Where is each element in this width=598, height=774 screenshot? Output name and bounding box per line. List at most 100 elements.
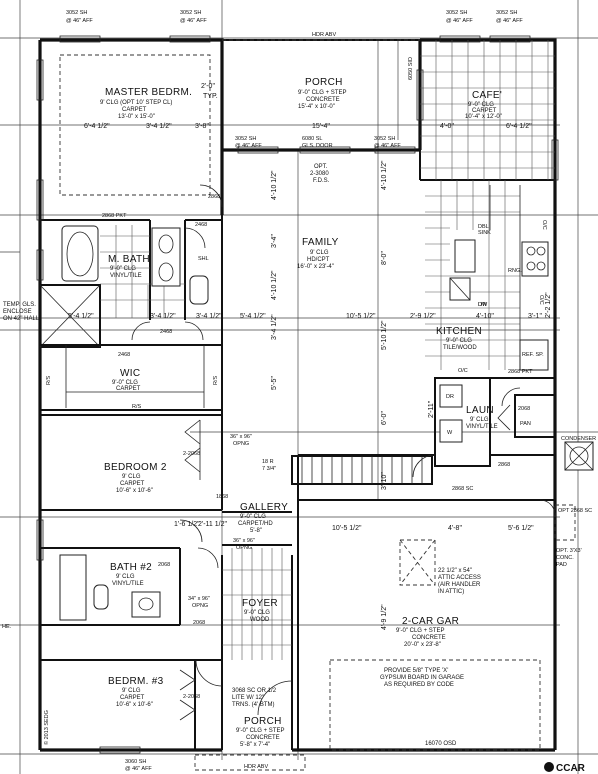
room-detail: 9'-0" CLG bbox=[446, 338, 472, 344]
room-detail: CARPET bbox=[472, 108, 497, 114]
room-detail: 13'-0" x 15'-0" bbox=[118, 114, 155, 120]
dimension: 2'-0" bbox=[201, 83, 215, 90]
room-detail: CARPET bbox=[120, 481, 145, 487]
dimension: 3'-4 1/2" bbox=[196, 313, 222, 320]
dimension: 5'-10 1/2" bbox=[381, 320, 388, 350]
note-gypsum: PROVIDE 5/8" TYPE 'X' bbox=[384, 668, 448, 674]
note-attic: ATTIC ACCESS bbox=[438, 575, 481, 581]
room-name-cafe: CAFE' bbox=[472, 90, 502, 101]
kitchen-sink bbox=[454, 239, 476, 273]
window-label: 3052 SH bbox=[496, 10, 517, 16]
room-detail: 5'-8" bbox=[250, 528, 262, 534]
room-detail: CARPET/HD bbox=[238, 521, 273, 527]
window-label: @ 46" AFF bbox=[180, 18, 207, 24]
dimension: 2'-2 1/2" bbox=[545, 292, 552, 318]
window-label: @ 46" AFF bbox=[446, 18, 473, 24]
logo-icon bbox=[544, 762, 554, 772]
note-opt-pad: OPT. 3'X3' bbox=[556, 548, 582, 554]
note-opt-fds: F.D.S. bbox=[313, 178, 330, 184]
dimension: 4'-8" bbox=[448, 525, 462, 532]
dashed-outlines bbox=[59, 39, 576, 771]
dimension: 2'-11 1/2" bbox=[198, 521, 228, 528]
dimension: 8'-0" bbox=[381, 251, 388, 265]
window-label: @ 46" AFF bbox=[235, 143, 262, 149]
window-markers bbox=[36, 35, 559, 754]
dimension: 5'-5" bbox=[271, 376, 278, 390]
interior-walls bbox=[39, 150, 556, 750]
room-detail: 9' CLG bbox=[116, 574, 135, 580]
room-detail: 9'-0" CLG bbox=[110, 266, 136, 272]
note-front-door: 3068 SC OR 1/2 bbox=[232, 688, 277, 694]
note-opening: OPNG bbox=[192, 603, 208, 609]
room-detail: 9'-0" CLG bbox=[244, 610, 270, 616]
note-oc: O/C bbox=[538, 295, 544, 305]
note-rng: RNG. bbox=[508, 268, 522, 274]
slider-label: 6080 SL bbox=[302, 136, 323, 142]
room-name-garage: 2-CAR GAR bbox=[402, 616, 459, 627]
note-front-door: TRNS. (4' BTM) bbox=[232, 702, 274, 708]
room-name-laun: LAUN bbox=[466, 405, 494, 416]
note-opening: 34" x 96" bbox=[188, 596, 210, 602]
room-detail: 5'-8" x 7'-4" bbox=[240, 742, 270, 748]
note-attic: 22 1/2" x 54" bbox=[438, 568, 472, 574]
dimension: TYP. bbox=[203, 93, 218, 100]
door-label: 2468 bbox=[160, 329, 172, 335]
range bbox=[521, 241, 549, 277]
logo-text: CCAR bbox=[556, 763, 586, 774]
note-ref: REF. SP. bbox=[522, 352, 544, 358]
dimension: 3'-4 1/2" bbox=[150, 313, 176, 320]
room-name-gallery: GALLERY bbox=[240, 502, 288, 513]
room-name-master: MASTER BEDRM. bbox=[105, 87, 192, 98]
dimension: 6'-0" bbox=[381, 411, 388, 425]
room-detail: 9' CLG bbox=[122, 688, 141, 694]
dimension: 4'-9 1/2" bbox=[381, 604, 388, 630]
note-pan: PAN bbox=[520, 421, 531, 427]
room-detail: CONCRETE bbox=[412, 635, 446, 641]
room-name-bed2: BEDROOM 2 bbox=[104, 462, 167, 473]
window-label: 3052 SH bbox=[446, 10, 467, 16]
room-detail: 9'-0" CLG bbox=[468, 102, 494, 108]
room-detail: 10'-6" x 10'-6" bbox=[116, 702, 153, 708]
dimension: 3'-8" bbox=[195, 123, 209, 130]
room-detail: CONCRETE bbox=[306, 97, 340, 103]
note-opt-pad: PAD bbox=[556, 562, 567, 568]
dimension: 6'-4 1/2" bbox=[84, 123, 110, 130]
note-washer: W bbox=[447, 430, 453, 436]
master-toilet bbox=[189, 275, 209, 305]
room-detail: CONCRETE bbox=[246, 735, 280, 741]
room-name-wic: WIC bbox=[120, 368, 140, 379]
note-temp-glass: ENCLOSE bbox=[3, 309, 32, 315]
note-dbl-sink: DBL bbox=[478, 224, 489, 230]
window-label: 3052 SH bbox=[66, 10, 87, 16]
room-detail: 10'-4" x 12'-0" bbox=[465, 114, 502, 120]
note-lin: LIN bbox=[478, 302, 487, 308]
note-oc: O/C bbox=[458, 368, 468, 374]
fixtures bbox=[59, 185, 594, 621]
room-detail: 15'-4" x 10'-0" bbox=[298, 104, 335, 110]
refrigerator-space bbox=[519, 339, 549, 371]
room-detail: 9'-0" CLG + STEP bbox=[396, 628, 444, 634]
dimension: 3'-4 1/2" bbox=[271, 314, 278, 340]
dimension: 4'-10 1/2" bbox=[271, 270, 278, 300]
room-detail: VINYL/TILE bbox=[110, 273, 142, 279]
note-dbl-sink: SINK bbox=[478, 230, 491, 236]
room-detail: CARPET bbox=[120, 695, 145, 701]
note-opening: OPNG bbox=[233, 441, 249, 447]
note-condenser: CONDENSER bbox=[561, 436, 596, 442]
note-steps: 7 3/4" bbox=[262, 466, 276, 472]
door-label: 2068 bbox=[158, 562, 170, 568]
note-he: HE. bbox=[2, 624, 12, 630]
room-detail: VINYL/TILE bbox=[466, 424, 498, 430]
room-detail: CARPET bbox=[122, 107, 147, 113]
foyer-wood-floor bbox=[222, 548, 292, 660]
kitchen-tile-floor bbox=[425, 180, 520, 370]
bath2-tub bbox=[59, 554, 87, 621]
room-detail: 9' CLG bbox=[310, 250, 329, 256]
note-temp-glass: ON 42" HALL bbox=[3, 316, 40, 322]
note-oc: O/C bbox=[541, 220, 547, 230]
note-attic: (AIR HANDLER bbox=[438, 582, 481, 588]
room-detail: 9'-0" CLG + STEP bbox=[298, 90, 346, 96]
dimension: 5'-6 1/2" bbox=[508, 525, 534, 532]
room-name-family: FAMILY bbox=[302, 237, 339, 248]
dimension: 2'-11" bbox=[428, 400, 435, 418]
